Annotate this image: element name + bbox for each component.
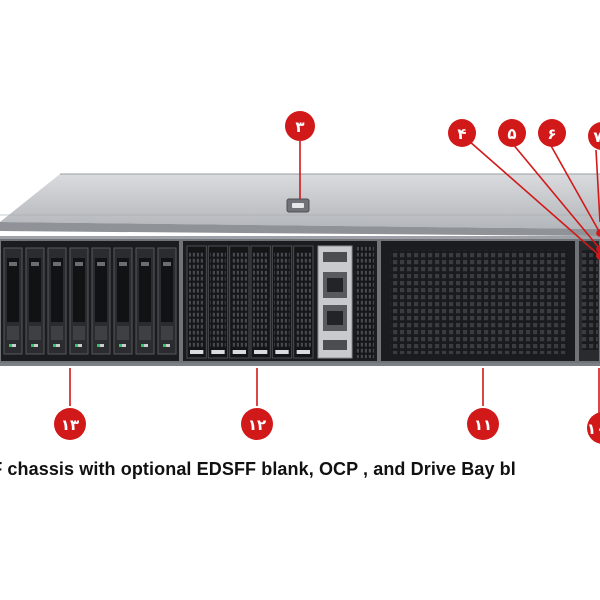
callout-4: ۴ [448, 119, 476, 147]
callout-11: ١١ [467, 408, 499, 440]
edsff-ocp-cage [181, 239, 379, 363]
callout-5-label: ۵ [507, 125, 516, 143]
drive-bay-blank [379, 239, 577, 363]
callout-10-label: ١٠ [587, 420, 600, 438]
sff-drive-bay [3, 247, 23, 355]
edsff-drive-bay [271, 245, 293, 359]
sff-drive-bay [157, 247, 177, 355]
callout-5: ۵ [498, 119, 526, 147]
callout-12-label: ١٢ [248, 416, 266, 434]
callout-10: ١٠ [587, 412, 600, 444]
callout-4-label: ۴ [457, 125, 466, 143]
edsff-drive-bay [293, 245, 314, 359]
sff-drive-cage [0, 239, 181, 363]
callout-7: ٧ [588, 122, 600, 150]
edsff-drives [186, 245, 314, 359]
cover-latch [286, 198, 310, 213]
callout-3-label: ٣ [295, 118, 304, 136]
sff-drive-bay [25, 247, 45, 355]
callout-13-label: ١٣ [61, 416, 79, 434]
sff-drive-bay [113, 247, 133, 355]
sff-drive-bay [135, 247, 155, 355]
sff-drive-bay [69, 247, 89, 355]
edsff-drive-bay [250, 245, 271, 359]
sff-drive-bay [47, 247, 67, 355]
right-ear [577, 239, 600, 363]
callout-11-label: ١١ [474, 416, 492, 434]
callout-13: ١٣ [54, 408, 86, 440]
callout-6: ۶ [538, 119, 566, 147]
ocp-module [317, 245, 353, 359]
edsff-drive-bay [207, 245, 229, 359]
diagram-caption: SFF chassis with optional EDSFF blank, O… [0, 459, 516, 479]
sff-drives [3, 247, 177, 355]
callout-12: ١٢ [241, 408, 273, 440]
callout-leader-lines [69, 140, 600, 414]
edsff-drive-bay [186, 245, 207, 359]
sff-drive-bay [91, 247, 111, 355]
callout-3: ٣ [285, 111, 315, 141]
callout-7-label: ٧ [593, 128, 600, 146]
edsff-drive-bay [229, 245, 250, 359]
callout-6-label: ۶ [547, 125, 556, 143]
